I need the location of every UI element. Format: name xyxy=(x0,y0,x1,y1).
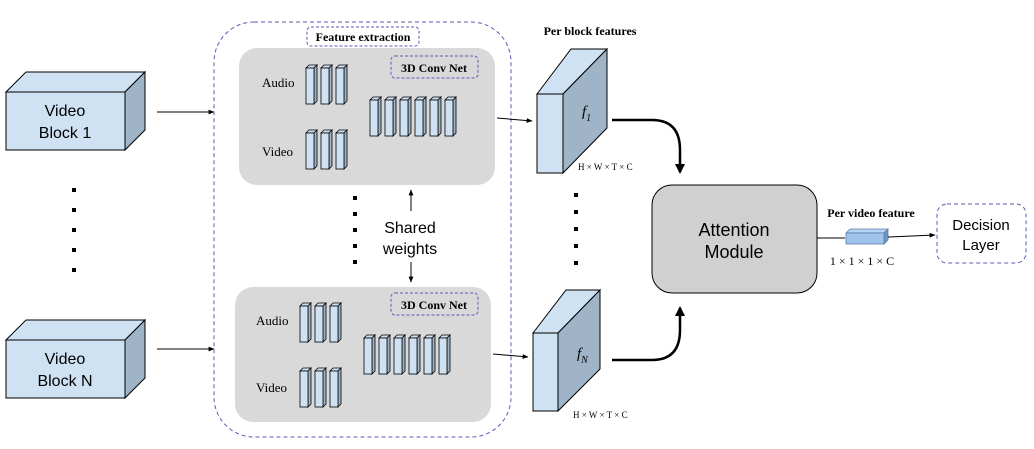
conv-net-label-top: 3D Conv Net xyxy=(401,61,467,75)
feature-block-fn: fN H × W × T × C xyxy=(531,288,628,420)
arrow-extractor-to-f1 xyxy=(496,117,533,123)
decision-layer-line1: Decision xyxy=(952,217,1010,234)
decision-layer-line2: Layer xyxy=(962,237,1000,254)
audio-label-top: Audio xyxy=(262,75,295,90)
conv-layer xyxy=(393,334,406,375)
audio-conv-layers-top xyxy=(305,64,348,105)
conv-layer xyxy=(335,129,348,170)
per-block-features-title: Per block features xyxy=(544,24,637,38)
arrow-fn-to-attention xyxy=(612,306,685,362)
fn-dims: H × W × T × C xyxy=(573,410,628,420)
conv-layer xyxy=(408,334,421,375)
conv-layer xyxy=(305,64,318,105)
conv-layer xyxy=(299,367,312,408)
attention-module-line2: Module xyxy=(704,242,763,262)
video-block-n-line1: Video xyxy=(45,351,86,368)
feature-extraction-title-box xyxy=(306,26,420,47)
conv-layer xyxy=(320,64,333,105)
attention-module-line1: Attention xyxy=(698,220,769,240)
feature-block-f1: f1 H × W × T × C xyxy=(535,47,633,175)
video-label-bottom: Video xyxy=(256,380,287,395)
conv-layer xyxy=(320,129,333,170)
shared-conv-layers-bottom xyxy=(363,334,451,375)
conv-panel-bottom: 3D Conv Net Audio Video xyxy=(235,287,491,422)
video-conv-layers-top xyxy=(305,129,348,170)
vertical-ellipsis-blocks xyxy=(72,188,76,272)
arrow-f1-to-attention xyxy=(612,118,685,174)
video-feature-vector xyxy=(845,228,889,245)
conv-net-label-box-bottom xyxy=(390,292,479,316)
video-block-n-line2: Block N xyxy=(37,373,92,390)
conv-layer xyxy=(378,334,391,375)
conv-layer xyxy=(329,302,342,343)
audio-conv-layers-bottom xyxy=(299,302,342,343)
feature-extraction-title: Feature extraction xyxy=(316,30,411,44)
arrow-to-decision xyxy=(887,232,936,238)
conv-layer xyxy=(429,96,442,137)
feature-extraction-container xyxy=(213,21,512,438)
conv-layer xyxy=(438,334,451,375)
conv-layer xyxy=(369,96,382,137)
video-label-top: Video xyxy=(262,144,293,159)
conv-net-label-bottom: 3D Conv Net xyxy=(401,298,467,312)
shared-conv-layers-top xyxy=(369,96,457,137)
f1-symbol: f1 xyxy=(582,104,591,124)
conv-layer xyxy=(335,64,348,105)
conv-layer xyxy=(423,334,436,375)
audio-label-bottom: Audio xyxy=(256,313,289,328)
conv-net-label-box-top xyxy=(390,55,479,79)
f1-dims: H × W × T × C xyxy=(578,162,633,172)
attention-module xyxy=(651,184,818,294)
conv-layer xyxy=(314,367,327,408)
conv-layer xyxy=(299,302,312,343)
per-video-feature-title: Per video feature xyxy=(827,206,915,220)
video-block-n: Video Block N xyxy=(4,318,147,400)
video-block-1: Video Block 1 xyxy=(4,70,147,152)
conv-layer xyxy=(305,129,318,170)
video-block-1-line1: Video xyxy=(45,103,86,120)
video-block-1-line2: Block 1 xyxy=(39,125,92,142)
conv-layer xyxy=(399,96,412,137)
shared-weights-line1: Shared xyxy=(384,220,436,237)
shared-weights-line2: weights xyxy=(382,241,437,258)
fn-symbol: fN xyxy=(577,346,589,366)
arrow-extractor-to-fn xyxy=(492,353,529,359)
vertical-ellipsis-features xyxy=(574,193,578,265)
per-video-feature-dims: 1 × 1 × 1 × C xyxy=(830,254,894,268)
video-conv-layers-bottom xyxy=(299,367,342,408)
conv-layer xyxy=(444,96,457,137)
conv-layer xyxy=(329,367,342,408)
conv-panel-top: 3D Conv Net Audio Video xyxy=(239,48,495,185)
conv-layer xyxy=(384,96,397,137)
conv-layer xyxy=(414,96,427,137)
conv-layer xyxy=(363,334,376,375)
conv-layer xyxy=(314,302,327,343)
decision-layer xyxy=(936,203,1027,264)
vertical-ellipsis-extractor xyxy=(353,196,357,264)
